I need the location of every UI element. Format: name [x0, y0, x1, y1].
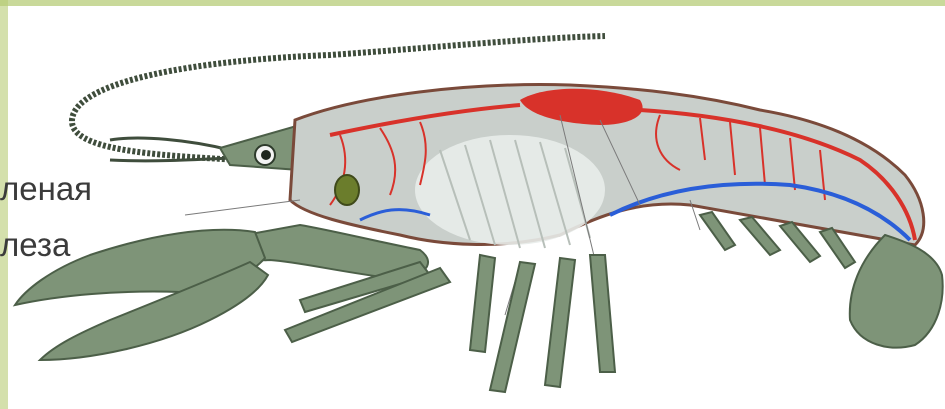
label-line-1: леная — [0, 172, 92, 205]
eye-pupil — [261, 150, 271, 160]
tail-fan — [850, 235, 943, 348]
slide-border — [0, 0, 945, 6]
walking-legs — [285, 255, 615, 392]
green-gland — [335, 175, 359, 205]
label-line-2: леза — [0, 228, 70, 261]
